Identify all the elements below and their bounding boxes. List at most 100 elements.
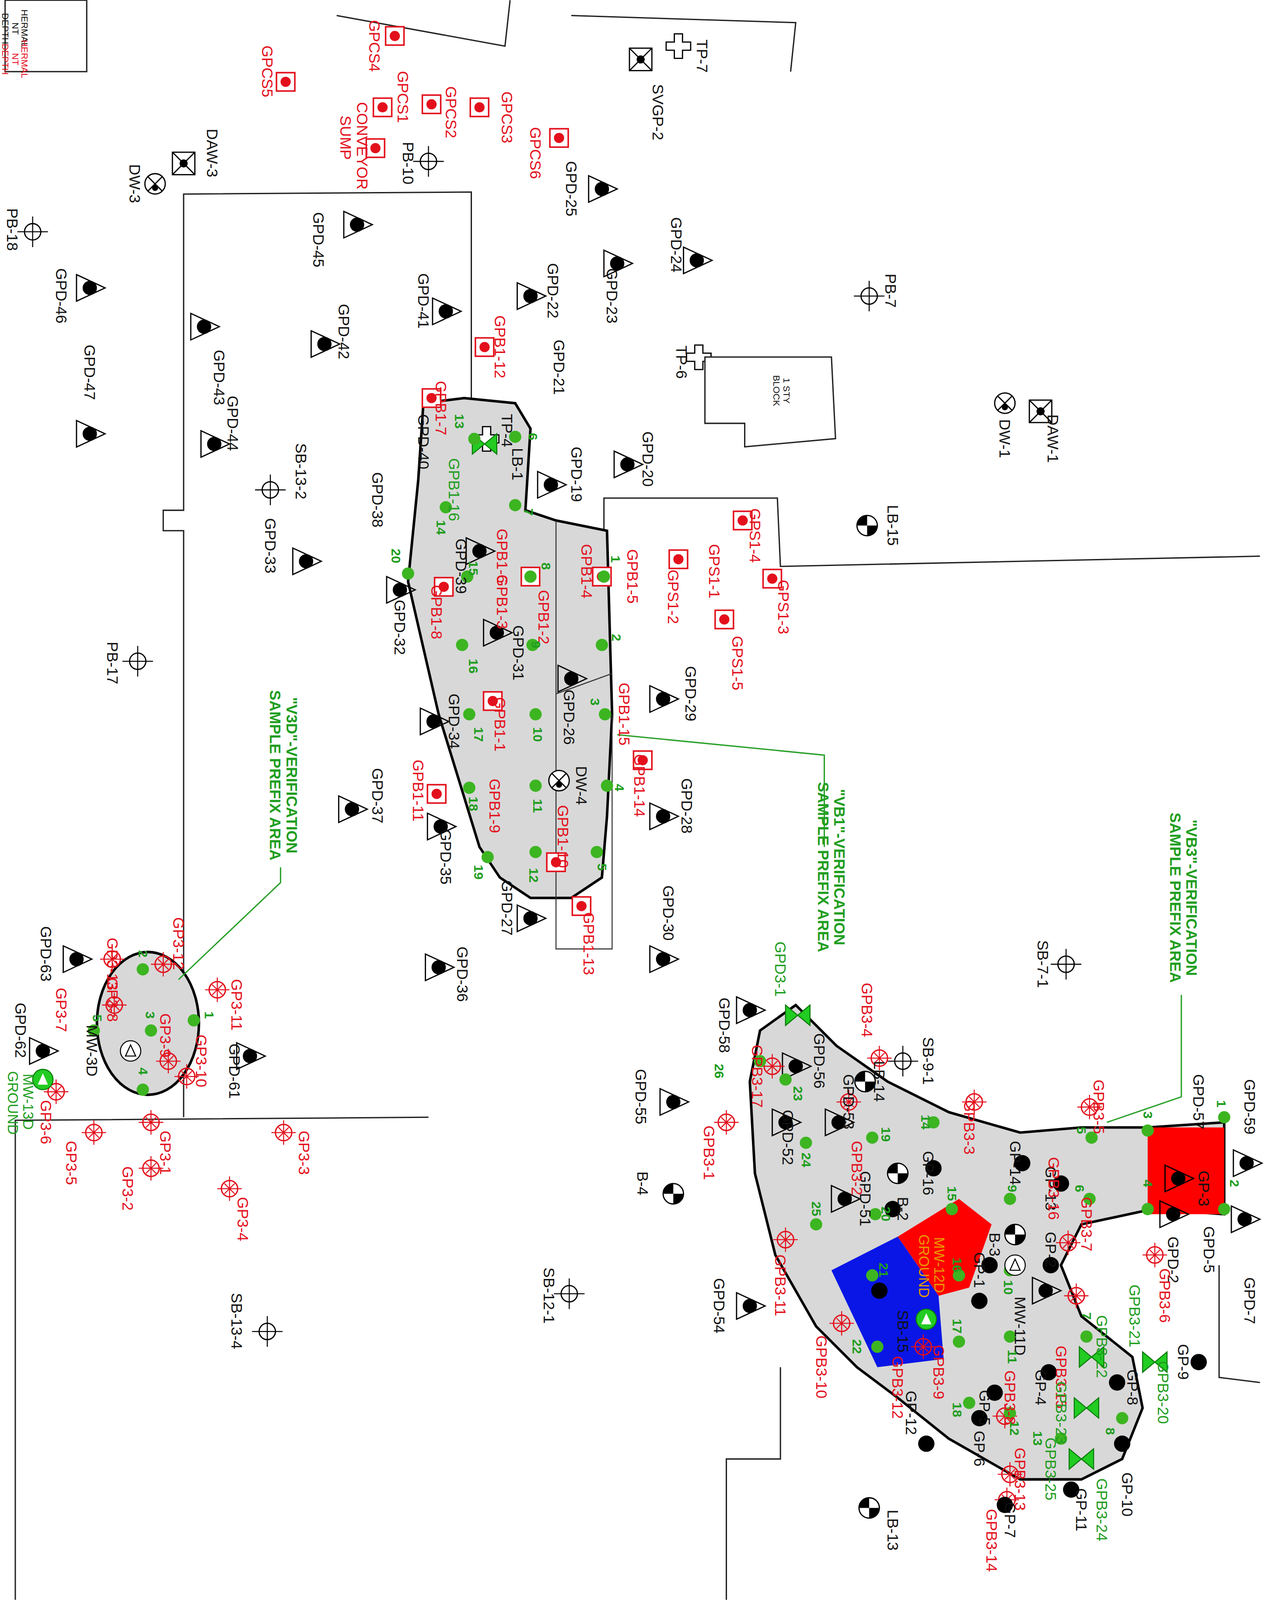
sample-label: PB-17 xyxy=(104,641,121,685)
gpd-symbol xyxy=(558,665,587,692)
well-symbol xyxy=(548,770,570,791)
sample-label: GPB3-9 xyxy=(930,1345,947,1400)
symbol-part xyxy=(660,1088,689,1116)
soil-sample-symbol xyxy=(470,97,489,117)
sample-label: GPD-23 xyxy=(604,268,621,324)
symbol-part xyxy=(152,185,159,192)
sample-label: GPB3-14 xyxy=(983,1509,1000,1573)
building-outline: 1 STY BLOCK xyxy=(703,352,837,450)
verification-point xyxy=(810,1218,823,1231)
soil-sample-symbol xyxy=(669,550,688,569)
point-number: 5 xyxy=(594,863,609,871)
green-sample-symbol xyxy=(1069,1448,1094,1470)
symbol-part xyxy=(317,336,332,352)
sample-label: LB-15 xyxy=(884,504,901,546)
symbol-part xyxy=(1009,1259,1021,1271)
building-shape xyxy=(705,356,836,447)
site-boundary xyxy=(604,498,1261,572)
symbol-part xyxy=(425,953,455,981)
gpd-symbol xyxy=(311,330,340,358)
soil-sample-symbol xyxy=(521,567,540,586)
point-number: 14 xyxy=(918,1114,933,1130)
sample-label: GPB3-10 xyxy=(813,1335,830,1399)
symbol-part xyxy=(1239,1156,1255,1171)
sample-label: GPD-34 xyxy=(445,693,462,749)
gpd-symbol xyxy=(76,420,105,448)
symbol-part xyxy=(1142,1242,1168,1268)
point-number: 4 xyxy=(1140,1179,1155,1188)
symbol-part xyxy=(389,30,400,41)
green-sample-symbol xyxy=(785,1005,811,1026)
verification-point xyxy=(597,570,611,583)
point-number: 12 xyxy=(1006,1420,1021,1436)
symbol-part xyxy=(179,159,188,168)
symbol-part xyxy=(190,313,220,341)
symbol-part xyxy=(386,576,416,604)
symbol-part xyxy=(1166,1207,1181,1222)
boring-symbol xyxy=(1050,949,1082,980)
sample-label: GP-10 xyxy=(1119,1472,1136,1517)
sample-label: GP3-8 xyxy=(104,977,121,1022)
point-number: 7 xyxy=(1079,1312,1094,1320)
symbol-part xyxy=(856,515,878,536)
symbol-part xyxy=(431,960,447,975)
sample-label: GPCS5 xyxy=(259,45,276,98)
symbol-part xyxy=(69,952,84,967)
point-number: 13 xyxy=(452,413,467,429)
point-number: 13 xyxy=(1030,1431,1045,1447)
sample-label: GPS1-5 xyxy=(729,635,746,691)
symbol-part xyxy=(683,247,713,274)
boring-symbol xyxy=(251,1316,283,1347)
symbol-part xyxy=(426,714,441,729)
sample-label: GPD-28 xyxy=(678,778,695,834)
sample-label: GPD-57 xyxy=(1190,1074,1207,1130)
sample-label: GP-1 xyxy=(971,1252,988,1289)
sample-label: PB-10 xyxy=(400,142,417,185)
symbol-part xyxy=(413,146,444,177)
gpd-symbol xyxy=(386,576,416,604)
point-number: 17 xyxy=(471,726,486,742)
symbol-part xyxy=(17,216,49,248)
verification-point xyxy=(529,779,542,792)
symbol-part xyxy=(76,420,105,448)
sample-label: GP-6 xyxy=(971,1430,988,1467)
sample-label: CONVEYOR SUMP xyxy=(338,101,371,174)
boring-symbol xyxy=(413,146,444,177)
sample-label: LB-14 xyxy=(871,1061,888,1102)
symbol-part xyxy=(420,708,449,735)
lb-symbol xyxy=(856,515,878,536)
point-number: 3 xyxy=(143,1011,158,1019)
lb-symbol xyxy=(887,1163,909,1184)
symbol-part xyxy=(1231,1205,1260,1233)
callout-note: "VB1"-VERIFICATION SAMPLE PREFIX AREA xyxy=(815,765,848,969)
monitoring-well-symbol xyxy=(120,1040,141,1062)
site-boundary xyxy=(726,1367,781,1600)
sample-label: GPD-55 xyxy=(632,1069,649,1125)
symbol-part xyxy=(81,1120,107,1145)
sample-label: TP-4 xyxy=(499,413,516,448)
point-number: 18 xyxy=(950,1402,965,1418)
symbol-part xyxy=(373,97,392,117)
lb-symbol xyxy=(663,1183,684,1205)
building-shape xyxy=(703,352,837,450)
point-number: 24 xyxy=(799,1152,814,1168)
sample-label: GPB1-10 xyxy=(555,804,572,868)
boring-symbol xyxy=(887,1045,919,1077)
sample-label: GPB3-6 xyxy=(1156,1268,1174,1323)
symbol-part xyxy=(523,911,538,926)
sample-label: GPB3-13 xyxy=(1012,1447,1029,1511)
symbol-part xyxy=(271,1120,296,1145)
gpd-symbol xyxy=(649,803,679,830)
gpd-symbol xyxy=(517,283,546,310)
symbol-part xyxy=(242,1048,258,1064)
symbol-part xyxy=(82,280,98,296)
sample-label: GPS1-2 xyxy=(665,569,682,624)
sample-label: DW-4 xyxy=(573,765,590,805)
symbol-part xyxy=(120,1040,141,1062)
symbol-part xyxy=(649,685,679,713)
sample-label: GPD-37 xyxy=(369,768,386,824)
sample-label: TP-7 xyxy=(693,39,710,73)
monitoring-well-symbol xyxy=(1004,1254,1026,1276)
sample-label: GPB3-11 xyxy=(772,1254,789,1317)
symbol-part xyxy=(76,274,105,302)
